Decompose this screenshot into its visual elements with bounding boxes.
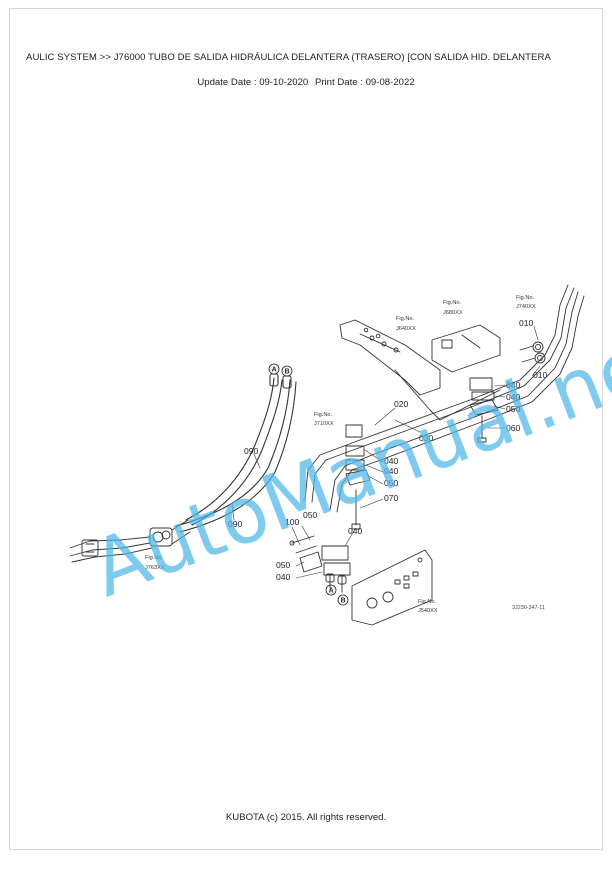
label-040-c: 040: [384, 456, 399, 466]
fig-ref-j710-code: J710XX: [314, 421, 334, 427]
left-tube-bundle: [69, 536, 153, 563]
label-040-a: 040: [506, 380, 521, 390]
label-040-e: 040: [348, 526, 363, 536]
fig-ref-j680-code: J680XX: [443, 310, 463, 316]
fig-ref-j740-label: Fig.No.: [516, 295, 534, 301]
fig-ref-j640-label: Fig.No.: [396, 316, 414, 322]
fig-ref-j763-label: Fig.No.: [145, 555, 163, 561]
port-a-top: A: [272, 367, 277, 374]
hydraulic-hoses-090: [175, 373, 297, 533]
label-010-top: 010: [519, 318, 534, 328]
label-050-c: 050: [303, 510, 318, 520]
fig-ref-j640-code: J640XX: [396, 326, 416, 332]
label-090-upper: 090: [244, 446, 259, 456]
clamp-middle: [345, 424, 371, 530]
fig-ref-j710-label: Fig.No.: [314, 412, 332, 418]
watermark-text: AutoManual.net: [80, 310, 612, 615]
label-050-d: 050: [276, 560, 291, 570]
lower-tube-stubs: [325, 573, 347, 593]
fig-ref-j540-label: Fig.No.: [418, 599, 436, 605]
label-040-b: 040: [506, 392, 521, 402]
label-040-f: 040: [276, 572, 291, 582]
page-header-title: AULIC SYSTEM >> J76000 TUBO DE SALIDA HI…: [26, 52, 551, 63]
lower-support-plate: [351, 549, 433, 626]
label-030: 030: [419, 433, 434, 443]
clamp-lower: [289, 535, 351, 576]
label-050-a: 050: [506, 404, 521, 414]
label-040-d: 040: [384, 466, 399, 476]
update-date: Update Date : 09-10-2020: [197, 77, 309, 88]
fig-ref-j740-code: J740XX: [516, 304, 536, 310]
fig-ref-j540-code: J540XX: [418, 608, 438, 614]
label-100: 100: [285, 517, 300, 527]
clamp-upper: [469, 377, 499, 443]
port-a-bottom: A: [329, 588, 334, 595]
leader-lines: [231, 325, 541, 579]
right-bracket: [431, 324, 501, 373]
date-line: Update Date : 09-10-2020 Print Date : 09…: [0, 77, 612, 88]
footer-copyright: KUBOTA (c) 2015. All rights reserved.: [225, 812, 387, 823]
label-070: 070: [384, 493, 399, 503]
drawing-code: 3J230-347-11: [512, 605, 545, 611]
label-090-lower: 090: [228, 519, 243, 529]
port-markers: A B A B: [268, 363, 349, 606]
fittings-010: [519, 341, 546, 364]
label-010-right: 010: [533, 370, 548, 380]
label-050-b: 050: [384, 478, 399, 488]
fig-ref-j680-label: Fig.No.: [443, 300, 461, 306]
print-date: Print Date : 09-08-2022: [314, 77, 415, 88]
page-frame: [9, 8, 603, 850]
part-labels: 010 010 040 040 050 060 020 030 040 040 …: [228, 318, 548, 582]
label-060: 060: [506, 423, 521, 433]
port-b-bottom: B: [341, 598, 346, 605]
port-b-top: B: [285, 369, 290, 376]
fig-ref-j763-code: J763XX: [145, 565, 165, 571]
figure-references: Fig.No. J740XX Fig.No. J680XX Fig.No. J6…: [145, 295, 536, 614]
label-020: 020: [394, 399, 409, 409]
